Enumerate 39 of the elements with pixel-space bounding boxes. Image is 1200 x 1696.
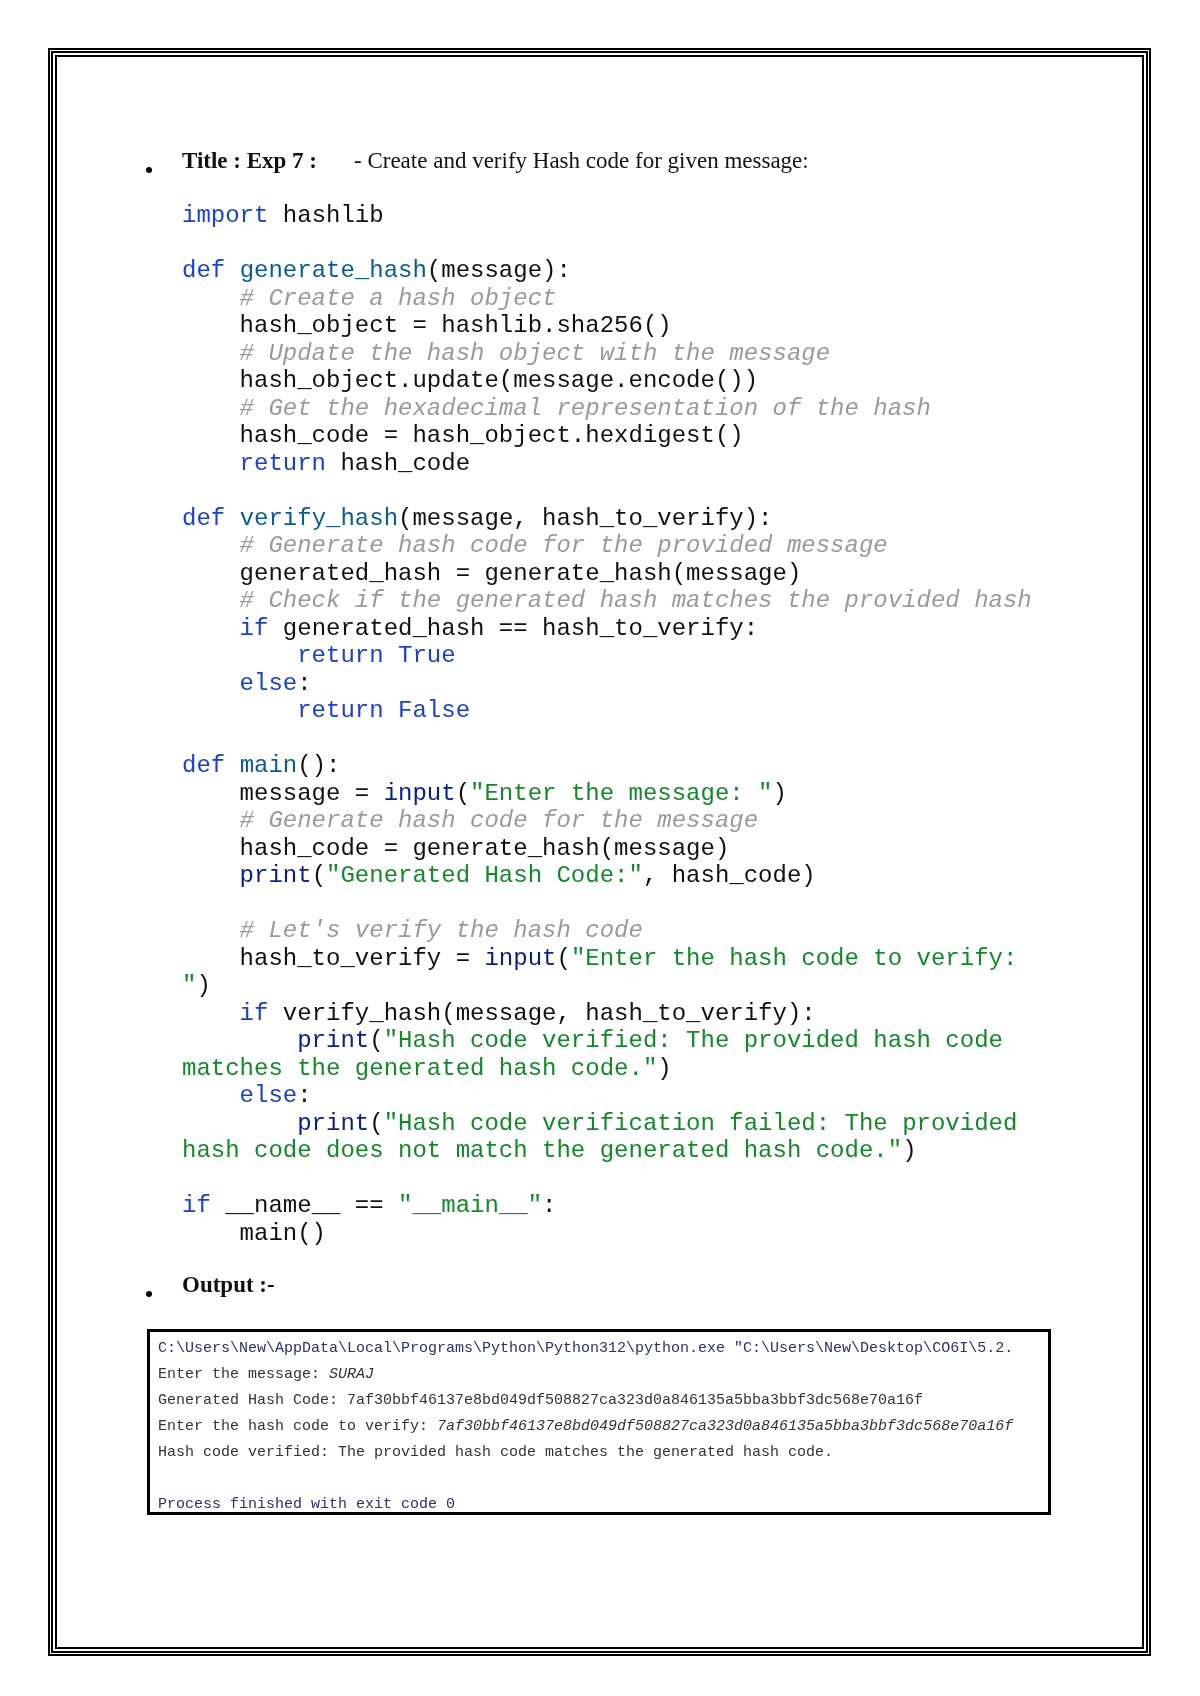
- code-line: hash_code = generate_hash(message): [238, 834, 731, 862]
- code-line: else:: [238, 669, 313, 697]
- code-comment: # Let's verify the hash code: [238, 917, 644, 945]
- code-line: print("Generated Hash Code:", hash_code): [238, 862, 817, 890]
- console-line: Process finished with exit code 0: [158, 1495, 457, 1515]
- code-line: hash_object = hashlib.sha256(): [238, 312, 673, 340]
- code-line: message = input("Enter the message: "): [238, 779, 788, 807]
- code-line: return hash_code: [238, 449, 472, 477]
- code-comment: # Get the hexadecimal representation of the hash: [238, 394, 932, 422]
- code-line: def generate_hash(message):: [182, 257, 572, 285]
- title-text: - Create and verify Hash code for given message:: [354, 148, 809, 174]
- console-line: Enter the hash code to verify: 7af30bbf46137e8bd049df508827ca323d0a846135a5bba3bbf3dc568e70a16f: [158, 1417, 1015, 1437]
- code-comment: # Generate hash code for the provided message: [238, 532, 889, 560]
- code-line: import hashlib: [182, 202, 385, 230]
- console-line: Generated Hash Code: 7af30bbf46137e8bd049df508827ca323d0a846135a5bba3bbf3dc568e70a16f: [158, 1391, 925, 1411]
- code-line: return True: [296, 642, 457, 670]
- code-line: generated_hash = generate_hash(message): [238, 559, 803, 587]
- console-line: Enter the message: SURAJ: [158, 1365, 376, 1385]
- section-heading: Output :-: [182, 1272, 275, 1298]
- code-comment: # Check if the generated hash matches the provided hash: [238, 587, 1033, 615]
- code-line: hash_code = hash_object.hexdigest(): [238, 422, 745, 450]
- code-line: return False: [296, 697, 472, 725]
- code-line: def verify_hash(message, hash_to_verify):: [182, 504, 774, 532]
- code-line: else:: [238, 1082, 313, 1110]
- console-line: Hash code verified: The provided hash code matches the generated hash code.: [158, 1443, 835, 1463]
- code-line: if generated_hash == hash_to_verify:: [238, 614, 760, 642]
- code-line: print("Hash code verified: The provided hash code matches the generated hash code."): [182, 1027, 1004, 1082]
- code-line: hash_to_verify = input("Enter the hash code to verify: "): [182, 944, 1019, 1000]
- title-label: Title : Exp 7 :: [182, 148, 318, 174]
- code-line: hash_object.update(message.encode()): [238, 367, 760, 395]
- console-line: C:\Users\New\AppData\Local\Programs\Python\Python312\python.exe "C:\Users\New\Desktop\CO6I\5.2.: [158, 1339, 1015, 1359]
- code-comment: # Update the hash object with the message: [238, 339, 832, 367]
- code-line: if __name__ == "__main__":: [182, 1192, 558, 1220]
- code-line: main(): [238, 1219, 328, 1247]
- code-line: def main():: [182, 752, 342, 780]
- code-comment: # Generate hash code for the message: [238, 807, 760, 835]
- code-line: print("Hash code verification failed: The provided hash code does not match the generated hash code."): [182, 1109, 1019, 1165]
- code-line: if verify_hash(message, hash_to_verify):: [238, 999, 817, 1027]
- code-comment: # Create a hash object: [238, 284, 558, 312]
